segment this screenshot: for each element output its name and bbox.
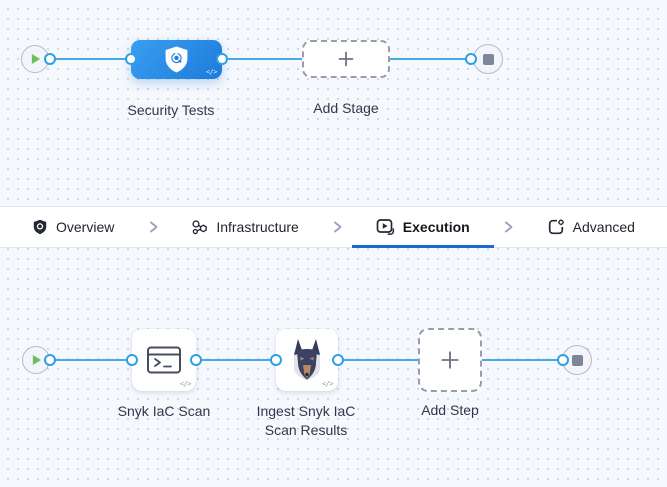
connector-line	[390, 58, 471, 60]
tab-label: Infrastructure	[216, 219, 299, 235]
stage-tab-bar: Overview Infrastructure	[0, 206, 667, 248]
execution-play-icon	[376, 218, 395, 236]
connector-port[interactable]	[190, 354, 202, 366]
connector-port[interactable]	[125, 53, 137, 65]
play-icon	[30, 53, 41, 65]
stop-icon	[571, 354, 583, 366]
terminal-icon	[146, 345, 182, 375]
tab-label: Execution	[402, 219, 470, 235]
step-label: Snyk IaC Scan	[117, 403, 211, 419]
step-node-snyk-iac-scan[interactable]: </>	[132, 329, 196, 391]
step-label: Ingest Snyk IaC Scan Results	[256, 403, 356, 438]
stop-icon	[482, 53, 494, 65]
play-icon	[31, 354, 42, 366]
shield-gear-icon	[32, 219, 48, 235]
connector-port[interactable]	[270, 354, 282, 366]
connector-port[interactable]	[216, 53, 228, 65]
add-stage-button[interactable]	[302, 40, 390, 78]
connector-port[interactable]	[44, 53, 56, 65]
connector-line	[50, 58, 131, 60]
security-shield-icon	[164, 46, 189, 73]
code-glyph: </>	[179, 380, 192, 388]
add-step-label: Add Step	[421, 402, 479, 418]
connector-port[interactable]	[44, 354, 56, 366]
pipeline-end-node	[473, 44, 503, 74]
connector-port[interactable]	[557, 354, 569, 366]
connector-port[interactable]	[332, 354, 344, 366]
tab-infrastructure[interactable]: Infrastructure	[167, 207, 322, 247]
tab-execution[interactable]: Execution	[351, 207, 494, 248]
doberman-dog-icon	[287, 338, 327, 382]
connector-line	[196, 359, 276, 361]
add-stage-label: Add Stage	[313, 100, 379, 116]
add-step-button[interactable]	[418, 328, 482, 392]
connector-line	[222, 58, 302, 60]
plus-icon	[336, 49, 356, 69]
tab-label: Overview	[56, 219, 115, 235]
connector-line	[482, 359, 563, 361]
connector-line	[50, 359, 132, 361]
step-node-ingest-snyk-results[interactable]: </>	[276, 329, 338, 391]
connector-line	[338, 359, 418, 361]
code-glyph: </>	[321, 380, 334, 388]
tab-overview[interactable]: Overview	[8, 207, 138, 247]
connector-port[interactable]	[465, 53, 477, 65]
stage-node-security-tests[interactable]: </>	[131, 40, 222, 79]
code-glyph: </>	[205, 68, 218, 76]
chevron-right-icon	[500, 207, 516, 247]
stage-label: Security Tests	[127, 102, 215, 118]
tab-label: Advanced	[572, 219, 635, 235]
chevron-right-icon	[329, 207, 345, 247]
tab-advanced[interactable]: Advanced	[523, 207, 659, 247]
plus-icon	[439, 349, 461, 371]
advanced-gear-box-icon	[547, 218, 565, 236]
connector-port[interactable]	[126, 354, 138, 366]
chevron-right-icon	[145, 207, 161, 247]
infrastructure-nodes-icon	[191, 219, 208, 236]
